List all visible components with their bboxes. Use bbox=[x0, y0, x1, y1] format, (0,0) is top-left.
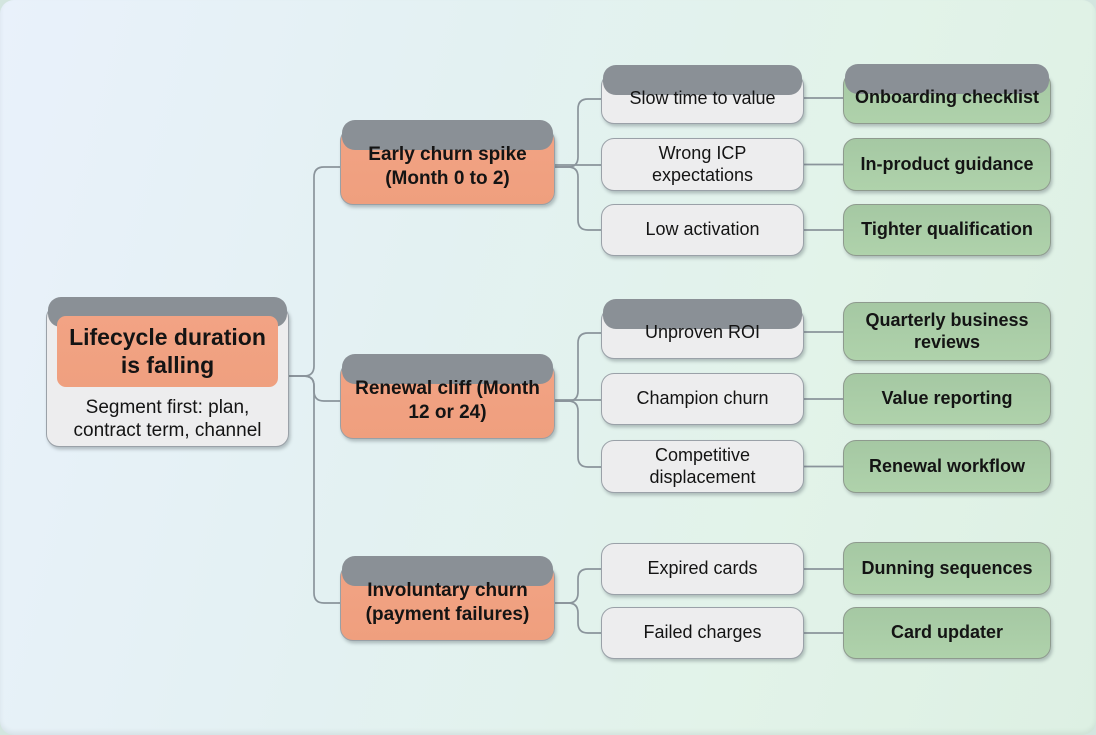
fix-node: Tighter qualification bbox=[843, 204, 1051, 256]
cause-node: Low activation bbox=[601, 204, 804, 256]
cause-node: Champion churn bbox=[601, 373, 804, 425]
fix-node: Value reporting bbox=[843, 373, 1051, 425]
cause-node: Failed charges bbox=[601, 607, 804, 659]
edge-branch3-cause2 bbox=[554, 602, 602, 634]
fix-node: Dunning sequences bbox=[843, 542, 1051, 595]
fix-node: Onboarding checklist bbox=[843, 64, 1051, 124]
cause-node: Expired cards bbox=[601, 543, 804, 595]
branch-node-early-churn: Early churn spike (Month 0 to 2) bbox=[340, 120, 555, 205]
cause-node: Unproven ROI bbox=[601, 299, 804, 359]
branch-node-renewal-cliff: Renewal cliff (Month 12 or 24) bbox=[340, 354, 555, 439]
root-node: Lifecycle duration is falling Segment fi… bbox=[46, 297, 289, 447]
edge-branch3-cause1 bbox=[554, 568, 602, 604]
edge-branch2-cause3 bbox=[554, 400, 602, 468]
edge-root-branch1 bbox=[288, 166, 341, 377]
root-title: Lifecycle duration is falling bbox=[57, 316, 278, 388]
edge-root-branch3 bbox=[288, 375, 341, 604]
cause-node: Wrong ICP expectations bbox=[601, 138, 804, 191]
edge-branch2-cause1 bbox=[554, 332, 602, 402]
cause-node: Competitive displacement bbox=[601, 440, 804, 493]
fix-node: Card updater bbox=[843, 607, 1051, 659]
cause-node: Slow time to value bbox=[601, 65, 804, 124]
fix-node: Quarterly business reviews bbox=[843, 302, 1051, 361]
edge-branch1-cause1 bbox=[554, 98, 602, 168]
fix-node: Renewal workflow bbox=[843, 440, 1051, 493]
branch-node-involuntary-churn: Involuntary churn (payment failures) bbox=[340, 556, 555, 641]
root-subtitle: Segment first: plan, contract term, chan… bbox=[73, 397, 262, 442]
fix-node: In-product guidance bbox=[843, 138, 1051, 191]
edge-branch1-cause3 bbox=[554, 166, 602, 231]
